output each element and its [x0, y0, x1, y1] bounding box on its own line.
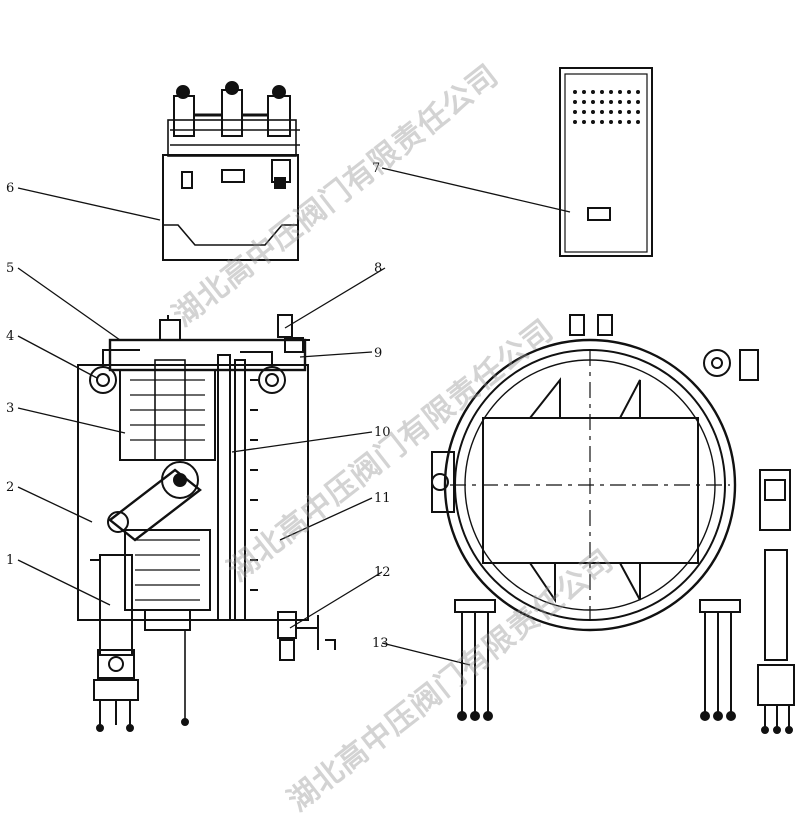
callout-labels: 1 2 3 4 5 6 7 8 9 10 11 12 13	[6, 161, 391, 651]
indicator-light	[618, 100, 622, 104]
indicator-light	[618, 90, 622, 94]
indicator-light	[600, 100, 604, 104]
indicator-light	[582, 120, 586, 124]
callout-1: 1	[6, 553, 14, 568]
indicator-light	[591, 110, 595, 114]
indicator-light	[573, 90, 577, 94]
indicator-light	[636, 90, 640, 94]
indicator-light	[600, 110, 604, 114]
indicator-light	[600, 120, 604, 124]
callout-5: 5	[6, 261, 14, 276]
callout-3: 3	[6, 401, 14, 416]
indicator-light	[573, 110, 577, 114]
indicator-light	[636, 120, 640, 124]
side-view-circular-door	[431, 314, 795, 734]
indicator-light	[618, 110, 622, 114]
indicator-light	[600, 90, 604, 94]
indicator-light	[627, 90, 631, 94]
diagram-stage: 1 2 3 4 5 6 7 8 9 10 11 12 13 湖北高中压阀门有限责…	[6, 58, 795, 819]
indicator-light	[591, 120, 595, 124]
indicator-light	[591, 100, 595, 104]
leader-lines	[17, 167, 571, 666]
callout-12: 12	[374, 565, 391, 580]
indicator-light	[636, 100, 640, 104]
callout-2: 2	[6, 480, 14, 495]
indicator-light	[636, 110, 640, 114]
indicator-light	[609, 120, 613, 124]
callout-7: 7	[372, 161, 380, 176]
indicator-light	[591, 90, 595, 94]
indicator-light	[582, 100, 586, 104]
technical-drawing: 1 2 3 4 5 6 7 8 9 10 11 12 13	[6, 67, 795, 734]
callout-13: 13	[372, 636, 389, 651]
indicator-light	[627, 110, 631, 114]
callout-11: 11	[374, 491, 391, 506]
control-cabinet	[559, 67, 653, 257]
callout-6: 6	[6, 181, 14, 196]
indicator-light	[609, 110, 613, 114]
callout-8: 8	[374, 261, 382, 276]
callout-4: 4	[6, 329, 14, 344]
indicator-lights	[573, 90, 640, 124]
indicator-light	[582, 110, 586, 114]
indicator-light	[609, 100, 613, 104]
indicator-light	[573, 100, 577, 104]
indicator-light	[573, 120, 577, 124]
callout-10: 10	[374, 425, 391, 440]
indicator-light	[609, 90, 613, 94]
callout-9: 9	[374, 346, 382, 361]
pump-station-unit	[162, 81, 300, 261]
indicator-light	[627, 120, 631, 124]
indicator-light	[627, 100, 631, 104]
front-view-assembly	[77, 314, 336, 732]
indicator-light	[582, 90, 586, 94]
indicator-light	[618, 120, 622, 124]
